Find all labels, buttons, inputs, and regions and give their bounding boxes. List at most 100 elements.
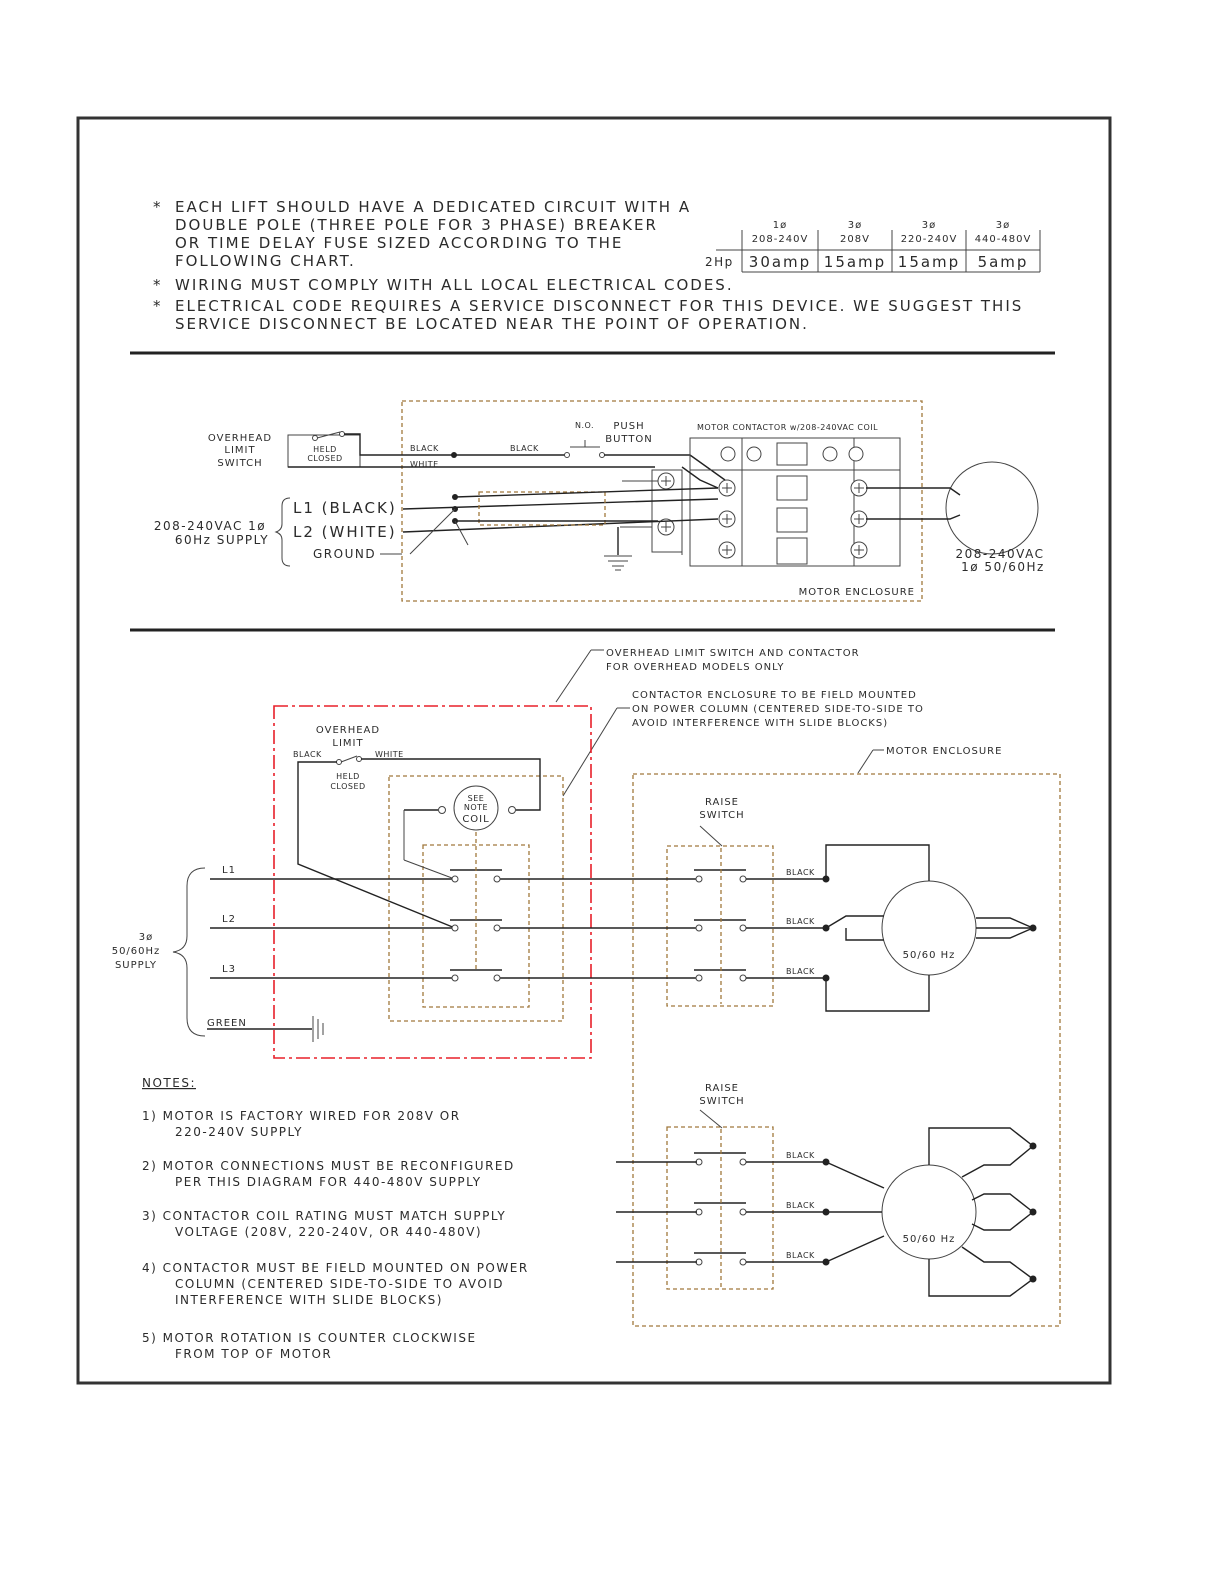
note-item: 4) CONTACTOR MUST BE FIELD MOUNTED ON PO… — [142, 1261, 529, 1275]
motor-hz-label: 50/60 Hz — [903, 950, 956, 961]
svg-text:ON POWER COLUMN (CENTERED SIDE: ON POWER COLUMN (CENTERED SIDE-TO-SIDE T… — [632, 704, 924, 715]
note-item: 3) CONTACTOR COIL RATING MUST MATCH SUPP… — [142, 1209, 506, 1223]
wire-color-label: BLACK — [786, 1251, 815, 1260]
callout-contactor: CONTACTOR ENCLOSURE TO BE FIELD MOUNTED — [632, 690, 917, 701]
note-1-line-1: EACH LIFT SHOULD HAVE A DEDICATED CIRCUI… — [175, 198, 691, 216]
push-button-label: PUSH — [613, 421, 644, 432]
contactor-contacts — [450, 832, 502, 982]
contactor-coil — [453, 785, 499, 831]
callout-motor: MOTOR ENCLOSURE — [886, 746, 1002, 757]
green-label: GREEN — [207, 1018, 247, 1029]
svg-text:LIMIT: LIMIT — [224, 445, 255, 456]
raise-switch-contacts — [694, 848, 747, 1004]
svg-text:VOLTAGE (208V, 220-240V, OR 44: VOLTAGE (208V, 220-240V, OR 440-480V) — [175, 1225, 482, 1239]
svg-text:PER THIS DIAGRAM FOR 440-480V: PER THIS DIAGRAM FOR 440-480V SUPPLY — [175, 1175, 482, 1189]
wire-color-label: BLACK — [786, 917, 815, 926]
contactor-enclosure — [388, 775, 564, 1022]
note-3-line-1: ELECTRICAL CODE REQUIRES A SERVICE DISCO… — [175, 297, 1023, 315]
supply-label: 208-240VAC 1ø — [154, 519, 266, 533]
wire-color-label: BLACK — [510, 444, 539, 453]
motor-enclosure-label: MOTOR ENCLOSURE — [799, 587, 915, 598]
svg-text:SUPPLY: SUPPLY — [115, 960, 157, 971]
raise-switch-label: RAISE — [705, 797, 739, 808]
wire-color-label: BLACK — [786, 967, 815, 976]
note-1-line-4: FOLLOWING CHART. — [175, 252, 356, 270]
wire-color-label: BLACK — [786, 1151, 815, 1160]
note-item: 1) MOTOR IS FACTORY WIRED FOR 208V OR — [142, 1109, 461, 1123]
wire-color-label: BLACK — [786, 868, 815, 877]
chart-row-label: 2Hp — [705, 255, 734, 269]
three-phase-diagram: OVERHEAD LIMIT SWITCH AND CONTACTOR FOR … — [112, 648, 1061, 1327]
svg-text:CLOSED: CLOSED — [307, 454, 342, 463]
l2-label: L2 (WHITE) — [293, 523, 397, 541]
overhead-limit-label: OVERHEAD — [316, 725, 380, 736]
chart-voltage: 220-240V — [901, 234, 958, 245]
raise-switch-contacts — [694, 1129, 747, 1287]
svg-text:SWITCH: SWITCH — [217, 458, 262, 469]
callout-overhead: OVERHEAD LIMIT SWITCH AND CONTACTOR — [606, 648, 860, 659]
motor-enclosure-3ph — [632, 773, 1061, 1327]
svg-text:LIMIT: LIMIT — [332, 738, 363, 749]
note-item: 2) MOTOR CONNECTIONS MUST BE RECONFIGURE… — [142, 1159, 515, 1173]
notes-heading: NOTES: — [142, 1076, 196, 1090]
wire-color-label: BLACK — [786, 1201, 815, 1210]
svg-text:CLOSED: CLOSED — [330, 782, 365, 791]
svg-text:NOTE: NOTE — [464, 803, 488, 812]
note-1-line-3: OR TIME DELAY FUSE SIZED ACCORDING TO TH… — [175, 234, 623, 252]
chart-phase: 3ø — [848, 220, 862, 231]
motor-label: 208-240VAC — [956, 547, 1045, 561]
wire-color-label: BLACK — [293, 750, 322, 759]
note-1-line-2: DOUBLE POLE (THREE POLE FOR 3 PHASE) BRE… — [175, 216, 658, 234]
svg-text:AVOID INTERFERENCE WITH SLIDE: AVOID INTERFERENCE WITH SLIDE BLOCKS) — [632, 718, 888, 729]
line-label: L1 — [222, 865, 236, 876]
line-label: L2 — [222, 914, 236, 925]
general-notes: * EACH LIFT SHOULD HAVE A DEDICATED CIRC… — [153, 198, 1023, 333]
svg-text:220-240V SUPPLY: 220-240V SUPPLY — [175, 1125, 303, 1139]
overhead-only-boundary — [273, 705, 592, 1059]
single-phase-diagram: MOTOR ENCLOSURE OVERHEAD LIMIT SWITCH HE… — [154, 400, 1045, 602]
numbered-notes: NOTES: 1) MOTOR IS FACTORY WIRED FOR 208… — [142, 1076, 529, 1361]
svg-text:*: * — [153, 276, 163, 294]
svg-text:50/60Hz: 50/60Hz — [112, 946, 161, 957]
svg-text:*: * — [153, 198, 163, 216]
wire-color-label: WHITE — [410, 460, 439, 469]
chart-phase: 3ø — [996, 220, 1010, 231]
contactor-title: MOTOR CONTACTOR w/208-240VAC COIL — [697, 423, 878, 432]
no-label: N.O. — [575, 421, 594, 430]
held-closed-label: HELD — [313, 445, 337, 454]
supply-label: 3ø — [139, 932, 153, 943]
svg-text:FOR OVERHEAD MODELS ONLY: FOR OVERHEAD MODELS ONLY — [606, 662, 784, 673]
overhead-limit-switch-label: OVERHEAD — [208, 433, 272, 444]
svg-text:SEE: SEE — [468, 794, 485, 803]
page-frame — [76, 116, 1112, 1385]
chart-value: 15amp — [898, 253, 960, 271]
motor-enclosure-1ph — [401, 400, 923, 602]
coil-label: COIL — [462, 814, 489, 825]
note-item: 5) MOTOR ROTATION IS COUNTER CLOCKWISE — [142, 1331, 477, 1345]
motor-1ph — [945, 461, 1039, 555]
svg-text:INTERFERENCE WITH SLIDE BLOCKS: INTERFERENCE WITH SLIDE BLOCKS) — [175, 1293, 443, 1307]
chart-value: 15amp — [824, 253, 886, 271]
svg-text:BUTTON: BUTTON — [605, 434, 653, 445]
note-3-line-2: SERVICE DISCONNECT BE LOCATED NEAR THE P… — [175, 315, 809, 333]
ground-label: GROUND — [313, 547, 376, 561]
wire-color-label: WHITE — [375, 750, 404, 759]
terminal-screw-icon — [657, 472, 868, 559]
svg-text:SWITCH: SWITCH — [699, 810, 744, 821]
ground-icon — [312, 1016, 324, 1042]
chart-value: 5amp — [978, 253, 1029, 271]
line-label: L3 — [222, 964, 236, 975]
svg-text:COLUMN (CENTERED SIDE-TO-SIDE: COLUMN (CENTERED SIDE-TO-SIDE TO AVOID — [175, 1277, 504, 1291]
l1-label: L1 (BLACK) — [293, 499, 397, 517]
svg-text:FROM TOP OF MOTOR: FROM TOP OF MOTOR — [175, 1347, 332, 1361]
held-closed-label: HELD — [336, 772, 360, 781]
chart-voltage: 208-240V — [752, 234, 809, 245]
svg-text:SWITCH: SWITCH — [699, 1096, 744, 1107]
svg-text:1ø 50/60Hz: 1ø 50/60Hz — [961, 560, 1045, 574]
svg-text:*: * — [153, 297, 163, 315]
chart-phase: 1ø — [773, 220, 787, 231]
chart-voltage: 208V — [840, 234, 870, 245]
svg-text:60Hz SUPPLY: 60Hz SUPPLY — [175, 533, 269, 547]
raise-switch-label: RAISE — [705, 1083, 739, 1094]
